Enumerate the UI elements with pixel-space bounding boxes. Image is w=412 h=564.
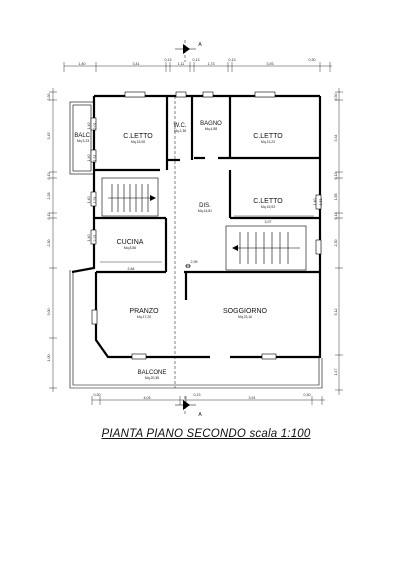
dimension-chain-bottom: 0,30 4,03 0,13 3,91 0,30 xyxy=(91,393,325,405)
interior-dimensions: 2,84 2,95 3,97 1,40 2,01 1,40 1,51 1,40 … xyxy=(87,123,323,272)
dim-interior-12: 1,51 xyxy=(319,199,323,206)
room-area-letto-3: Mq.15,93 xyxy=(261,205,275,209)
dim-right-1: 3,34 xyxy=(334,135,338,142)
dim-bottom-4: 0,30 xyxy=(304,393,311,397)
openings xyxy=(90,91,322,360)
section-marker-top: A xyxy=(175,40,202,62)
dimension-chain-top: 1,40 3,41 0,13 1,11 0,13 1,73 0,13 3,93 … xyxy=(63,58,332,72)
dim-bottom-3: 3,91 xyxy=(249,396,256,400)
room-label-letto-3: C.LETTO xyxy=(253,198,283,205)
dim-left-3: 2,28 xyxy=(47,193,51,200)
dim-right-4: 0,13 xyxy=(334,213,338,220)
section-label-bottom: A xyxy=(198,412,202,418)
dim-interior-6: 1,51 xyxy=(93,155,97,162)
dim-left-1: 3,45 xyxy=(47,133,51,140)
dim-interior-0: 2,84 xyxy=(128,267,135,271)
dim-interior-2: 3,97 xyxy=(265,220,272,224)
stair-right xyxy=(232,232,300,264)
dim-top-7: 3,93 xyxy=(267,62,274,66)
dim-top-8: 0,30 xyxy=(309,58,316,62)
dimension-chain-right: 0,30 3,34 0,13 1,85 0,13 2,30 5,12 1,47 xyxy=(334,88,343,395)
room-label-bagno: BAGNO xyxy=(200,121,222,127)
dim-interior-1: 2,95 xyxy=(191,260,198,264)
dim-right-5: 2,30 xyxy=(334,240,338,247)
dim-right-3: 1,85 xyxy=(334,194,338,201)
outer-balcony-outline xyxy=(69,101,323,389)
dim-top-6: 0,13 xyxy=(229,58,236,62)
dimension-chain-left: 0,30 3,45 0,13 2,28 0,13 2,30 3,00 1,00 xyxy=(47,88,57,392)
dim-right-0: 0,30 xyxy=(334,94,338,101)
dim-top-0: 1,40 xyxy=(79,62,86,66)
room-label-balcone: BALCONE xyxy=(138,370,167,376)
dim-right-6: 5,12 xyxy=(334,309,338,316)
room-area-balc: Mq.3,33 xyxy=(77,139,89,143)
room-area-soggiorno: Mq.23,16 xyxy=(238,315,252,319)
dim-left-5: 2,30 xyxy=(47,240,51,247)
drawing-title: PIANTA PIANO SECONDO scala 1:100 xyxy=(101,428,311,440)
dim-interior-11: 1,40 xyxy=(313,199,317,206)
room-area-pranzo: Mq.17,20 xyxy=(137,315,151,319)
walls xyxy=(71,94,322,359)
dim-top-5: 1,73 xyxy=(208,62,215,66)
room-labels: BALC. Mq.3,33 C.LETTO Mq.15,08 W.C. Mq.2… xyxy=(74,121,283,380)
dim-interior-3: 1,40 xyxy=(87,123,91,130)
dim-interior-9: 1,40 xyxy=(87,235,91,242)
dim-left-7: 1,00 xyxy=(47,355,51,362)
dim-bottom-2: 0,13 xyxy=(194,393,201,397)
dim-interior-4: 2,01 xyxy=(93,123,97,130)
room-area-cucina: Mq.8,86 xyxy=(124,246,136,250)
dim-interior-7: 1,40 xyxy=(87,197,91,204)
room-area-dis: Mq.14,81 xyxy=(198,209,212,213)
room-area-letto-1: Mq.15,08 xyxy=(131,140,145,144)
dim-interior-10: 2,21 xyxy=(93,235,97,242)
room-label-dis: DIS. xyxy=(199,203,211,209)
dim-left-4: 0,13 xyxy=(47,213,51,220)
dim-interior-5: 1,40 xyxy=(87,155,91,162)
room-label-balc: BALC. xyxy=(74,133,92,139)
room-area-bagno: Mq.4,88 xyxy=(205,127,217,131)
dim-left-2: 0,13 xyxy=(47,173,51,180)
room-label-letto-2: C.LETTO xyxy=(253,133,283,140)
dim-left-6: 3,00 xyxy=(47,309,51,316)
dim-top-3: 1,11 xyxy=(178,62,185,66)
dim-right-7: 1,47 xyxy=(334,369,338,376)
section-label-top: A xyxy=(198,42,202,48)
dim-left-0: 0,30 xyxy=(47,94,51,101)
room-area-wc: Mq.2,38 xyxy=(174,129,186,133)
dim-top-4: 0,13 xyxy=(193,58,200,62)
dim-right-2: 0,13 xyxy=(334,173,338,180)
room-label-wc: W.C. xyxy=(174,123,187,129)
dim-interior-8: 1,51 xyxy=(93,197,97,204)
room-area-letto-2: Mq.13,23 xyxy=(261,140,275,144)
dim-top-1: 3,41 xyxy=(133,62,140,66)
room-area-balcone: Mq.20,38 xyxy=(145,376,159,380)
dim-bottom-1: 4,03 xyxy=(144,396,151,400)
dim-bottom-0: 0,30 xyxy=(94,393,101,397)
room-label-letto-1: C.LETTO xyxy=(123,133,153,140)
dim-top-2: 0,13 xyxy=(165,58,172,62)
room-label-pranzo: PRANZO xyxy=(129,308,159,315)
room-label-cucina: CUCINA xyxy=(117,239,144,246)
room-label-soggiorno: SOGGIORNO xyxy=(223,308,268,315)
stair-left xyxy=(108,184,156,212)
section-marker-bottom: A xyxy=(175,396,202,418)
